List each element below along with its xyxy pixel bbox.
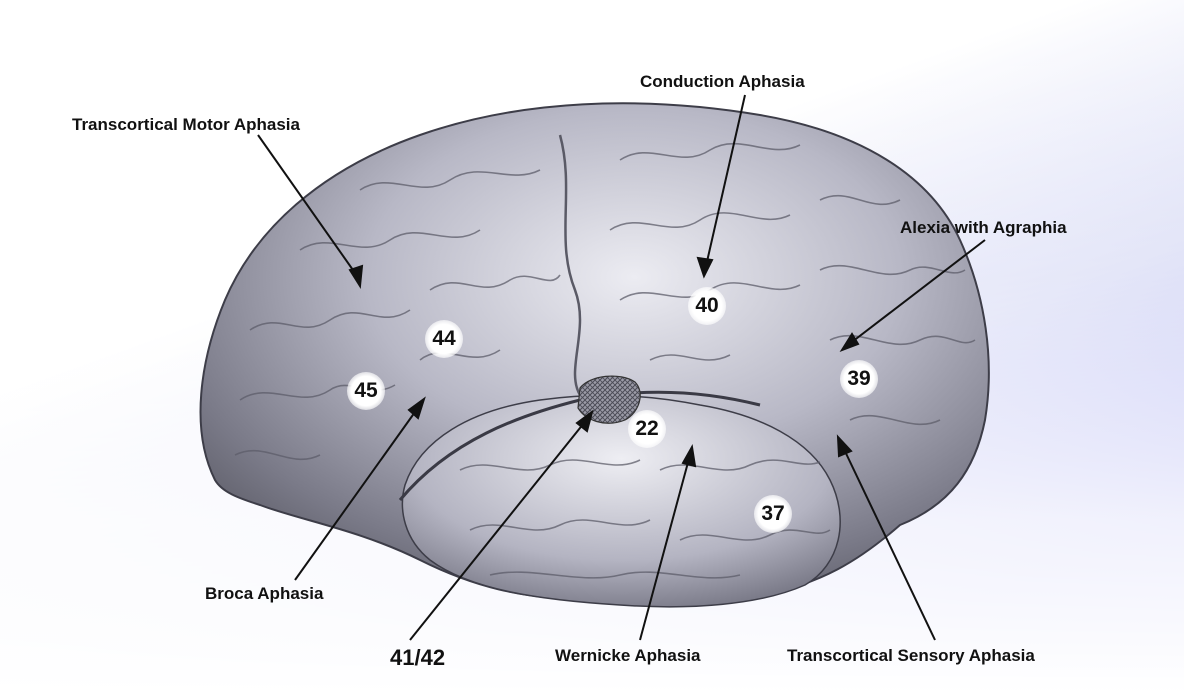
area-45-marker: 45	[347, 372, 385, 410]
area-37-marker: 37	[754, 495, 792, 533]
area-39-marker: 39	[840, 360, 878, 398]
label-wernicke: Wernicke Aphasia	[555, 646, 701, 666]
label-alexia: Alexia with Agraphia	[900, 218, 1067, 238]
area-44-marker: 44	[425, 320, 463, 358]
label-41-42: 41/42	[390, 645, 445, 671]
label-conduction: Conduction Aphasia	[640, 72, 805, 92]
label-transcortical-sensory: Transcortical Sensory Aphasia	[787, 646, 1035, 666]
label-broca: Broca Aphasia	[205, 584, 323, 604]
label-transcortical-motor: Transcortical Motor Aphasia	[72, 115, 300, 135]
area-40-marker: 40	[688, 287, 726, 325]
area-22-marker: 22	[628, 410, 666, 448]
